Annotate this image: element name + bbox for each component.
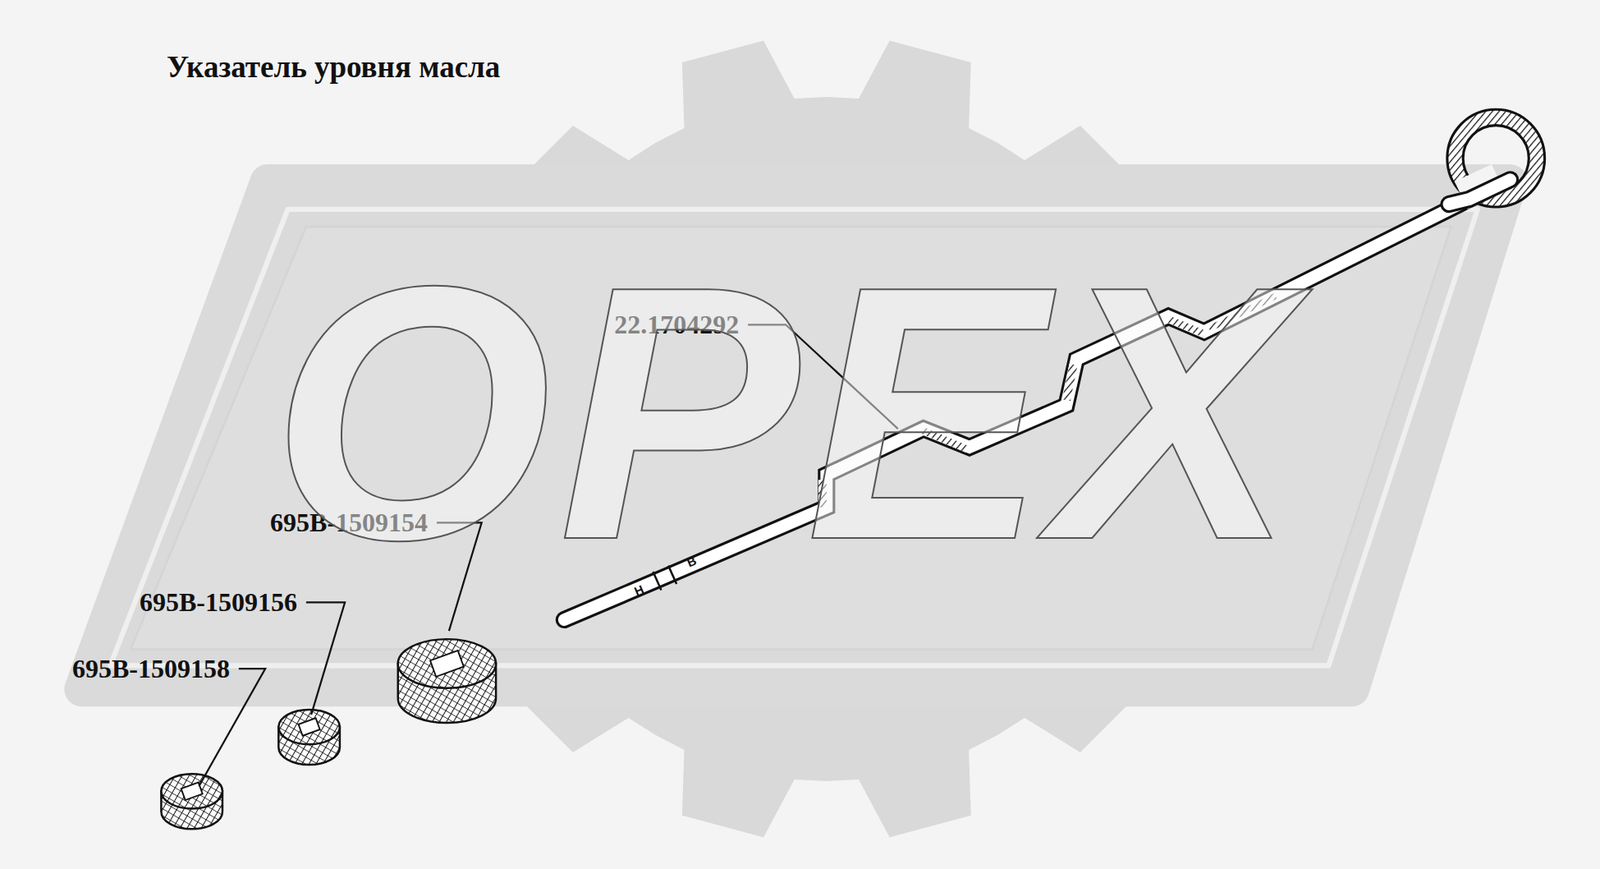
cap [160, 773, 223, 829]
title: Указатель уровня масла [166, 49, 500, 85]
logo-plate [81, 181, 1510, 689]
cap [398, 638, 496, 723]
logo-plate-inner [130, 226, 1451, 650]
logo-plate-rim [110, 209, 1478, 666]
watermark: ОРЕХ [270, 232, 1302, 594]
cap [278, 709, 340, 765]
part-number: 695В-1509158 [72, 654, 230, 684]
